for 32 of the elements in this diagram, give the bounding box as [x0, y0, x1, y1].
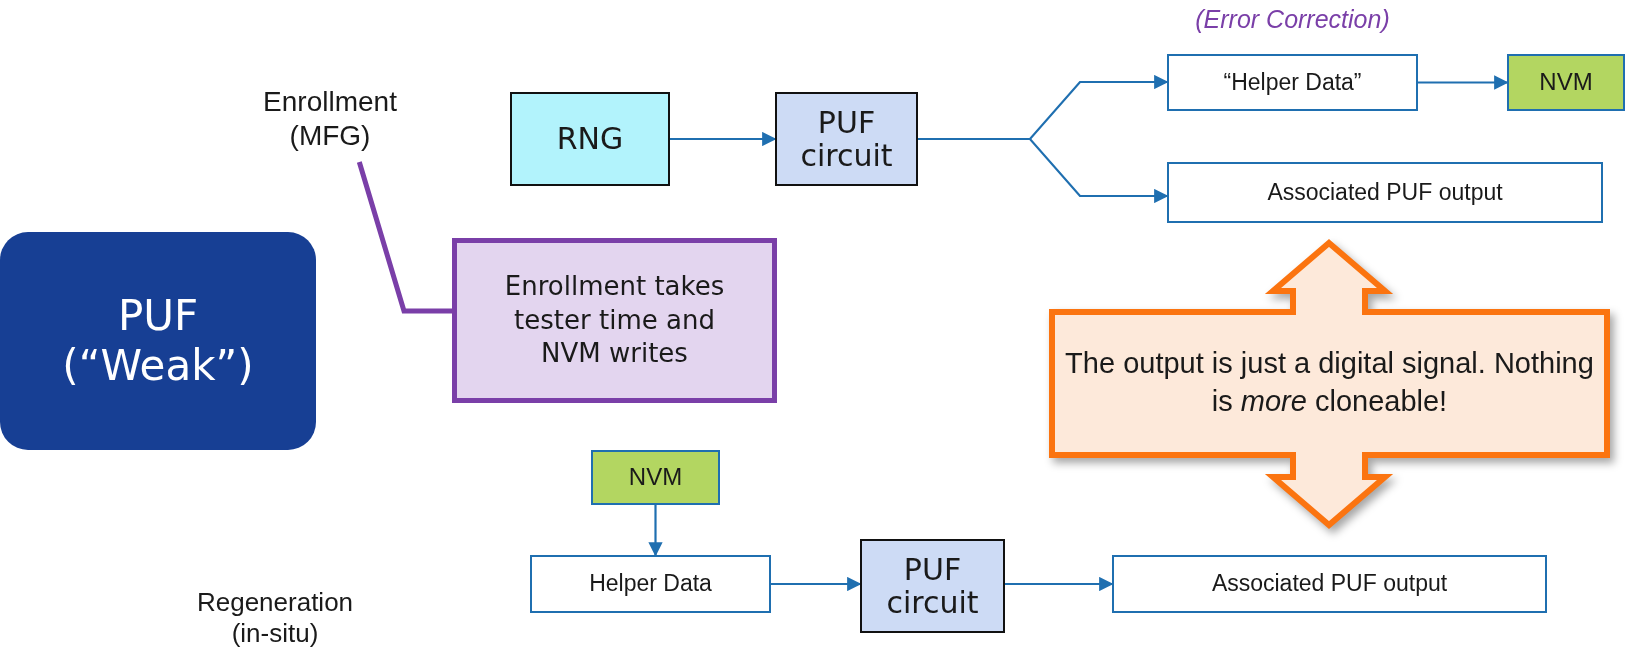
- data-box: [1112, 555, 1547, 613]
- box-text: PUF circuit: [885, 553, 980, 619]
- arrow: [918, 137, 1169, 204]
- note-box: [452, 238, 777, 403]
- process-box: [860, 539, 1005, 633]
- leader-line: [356, 161, 452, 314]
- box-text: Associated PUF output: [1267, 178, 1503, 207]
- memory-box: [1507, 54, 1625, 111]
- puf-block: [0, 232, 316, 450]
- box-text: Helper Data: [589, 570, 712, 598]
- box-text: PUF circuit: [799, 106, 894, 172]
- box-text: PUF (“Weak”): [61, 290, 255, 392]
- memory-box: [591, 450, 720, 505]
- arrow: [1005, 576, 1114, 592]
- box-text: NVM: [628, 463, 683, 492]
- process-box: [510, 92, 670, 186]
- box-text: NVM: [1539, 68, 1593, 97]
- box-text: “Helper Data”: [1223, 68, 1362, 97]
- arrow: [771, 576, 862, 592]
- callout-text: The output is just a digital signal. Nothing is more cloneable!: [1064, 346, 1595, 419]
- data-box: [1167, 162, 1603, 223]
- arrow: [670, 131, 777, 147]
- box-text: Associated PUF output: [1211, 570, 1448, 598]
- box-text: Enrollment takes tester time and NVM writes: [503, 269, 726, 371]
- data-box: [530, 555, 771, 613]
- arrow: [648, 505, 663, 557]
- process-box: [775, 92, 918, 186]
- arrow: [1418, 75, 1509, 90]
- box-heading: (Error Correction): [1194, 4, 1391, 34]
- stage-label: Regeneration (in-situ): [195, 586, 355, 650]
- stage-label: Enrollment (MFG): [262, 85, 398, 153]
- box-text: RNG: [556, 121, 624, 157]
